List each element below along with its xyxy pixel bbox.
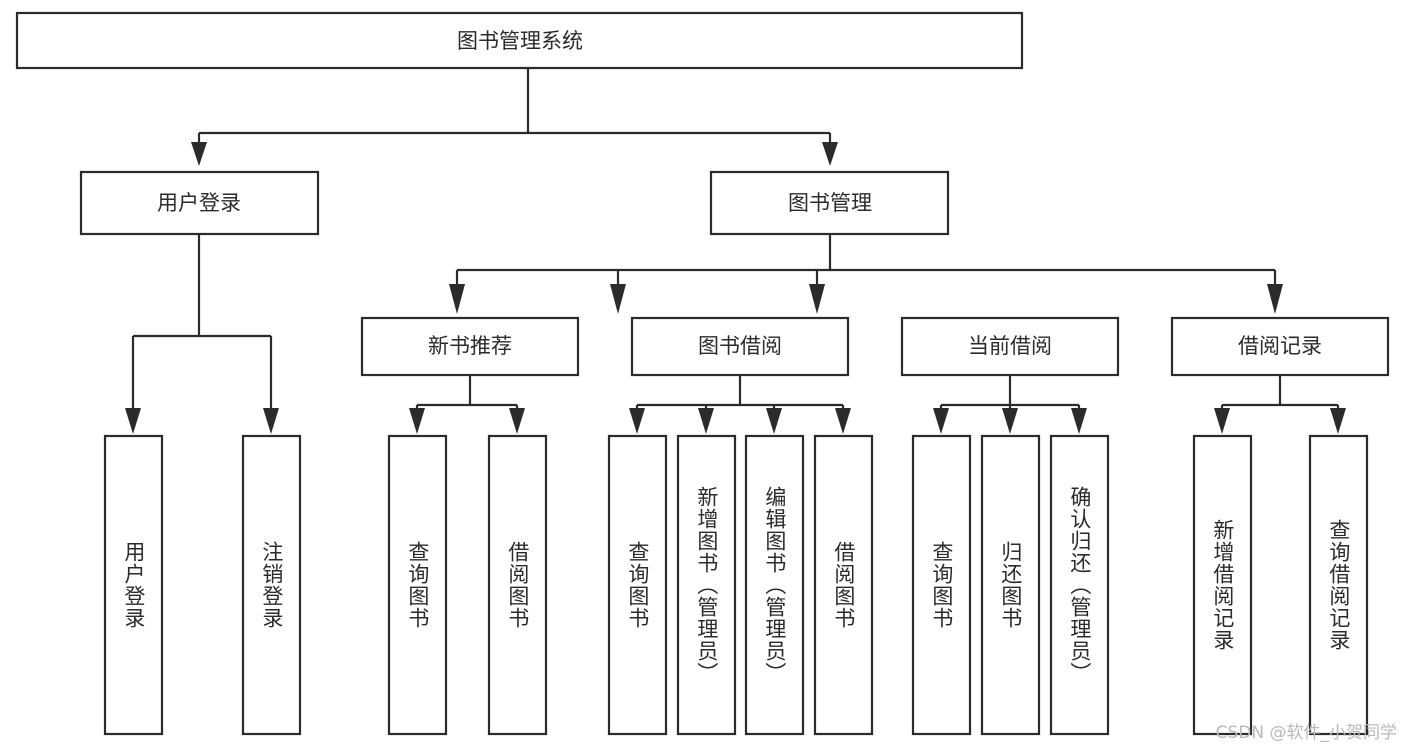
leaf-br-query-record[interactable] <box>1308 434 1369 736</box>
arrow-head-current-borrow <box>809 284 825 314</box>
node-current-borrow[interactable] <box>900 316 1120 377</box>
arrow-head-br-add-record <box>1214 408 1230 434</box>
node-borrow-record-label: 借阅记录 <box>1238 334 1322 358</box>
leaf-bb-edit-book[interactable] <box>744 434 805 736</box>
node-book-borrow[interactable] <box>630 316 850 377</box>
arrow-head-leaf-logout <box>263 408 279 434</box>
node-book-manage[interactable] <box>709 170 950 236</box>
arrow-head-user-login <box>191 142 207 166</box>
node-borrow-record[interactable] <box>1170 316 1390 377</box>
node-user-login[interactable] <box>79 170 320 236</box>
arrow-head-leaf-user-login <box>125 408 141 434</box>
leaf-nbr-query-book[interactable] <box>387 434 448 736</box>
arrow-head-cb-return-book <box>1002 408 1018 434</box>
arrow-head-book-borrow <box>610 284 626 314</box>
arrow-head-bb-add-book <box>698 408 714 434</box>
arrow-head-bb-edit-book <box>766 408 782 434</box>
node-book-borrow-label: 图书借阅 <box>698 334 782 358</box>
leaf-user-login[interactable] <box>103 434 164 736</box>
csdn-watermark: CSDN @软件_小贺同学 <box>1215 723 1397 743</box>
arrow-head-borrow-record <box>1267 284 1283 314</box>
connector-group-current-borrow <box>933 375 1087 434</box>
connector-group-borrow-record <box>1214 375 1346 434</box>
leaf-bb-borrow-book[interactable] <box>813 434 874 736</box>
leaf-cb-return-book[interactable] <box>980 434 1041 736</box>
leaf-bb-add-book[interactable] <box>676 434 737 736</box>
connector-group-root <box>191 68 838 166</box>
leaf-bb-query-book[interactable] <box>607 434 668 736</box>
arrow-head-bb-borrow-book <box>835 408 851 434</box>
node-new-book-recommend-label: 新书推荐 <box>428 334 512 358</box>
node-root[interactable] <box>15 11 1024 70</box>
arrow-head-nbr-borrow-book <box>509 408 525 434</box>
connector-group-user-login <box>125 234 279 434</box>
node-user-login-label: 用户登录 <box>157 191 241 215</box>
leaf-cb-confirm-return[interactable] <box>1049 434 1110 736</box>
node-new-book-recommend[interactable] <box>360 316 580 377</box>
arrow-head-book-manage <box>822 142 838 166</box>
connector-group-new-book-recommend <box>409 375 525 434</box>
connector-group-book-manage <box>449 234 1283 314</box>
arrow-head-bb-query-book <box>629 408 645 434</box>
leaf-cb-query-book[interactable] <box>911 434 972 736</box>
arrow-head-br-query-record <box>1330 408 1346 434</box>
node-current-borrow-label: 当前借阅 <box>968 334 1052 358</box>
connector-group-book-borrow <box>629 375 851 434</box>
leaf-nbr-borrow-book[interactable] <box>487 434 548 736</box>
node-root-label: 图书管理系统 <box>457 29 583 53</box>
node-book-manage-label: 图书管理 <box>788 191 872 215</box>
leaf-logout[interactable] <box>241 434 302 736</box>
arrow-head-cb-confirm-return <box>1071 408 1087 434</box>
leaf-br-add-record[interactable] <box>1192 434 1253 736</box>
arrow-head-new-book-recommend <box>449 284 465 314</box>
arrow-head-cb-query-book <box>933 408 949 434</box>
arrow-head-nbr-query-book <box>409 408 425 434</box>
